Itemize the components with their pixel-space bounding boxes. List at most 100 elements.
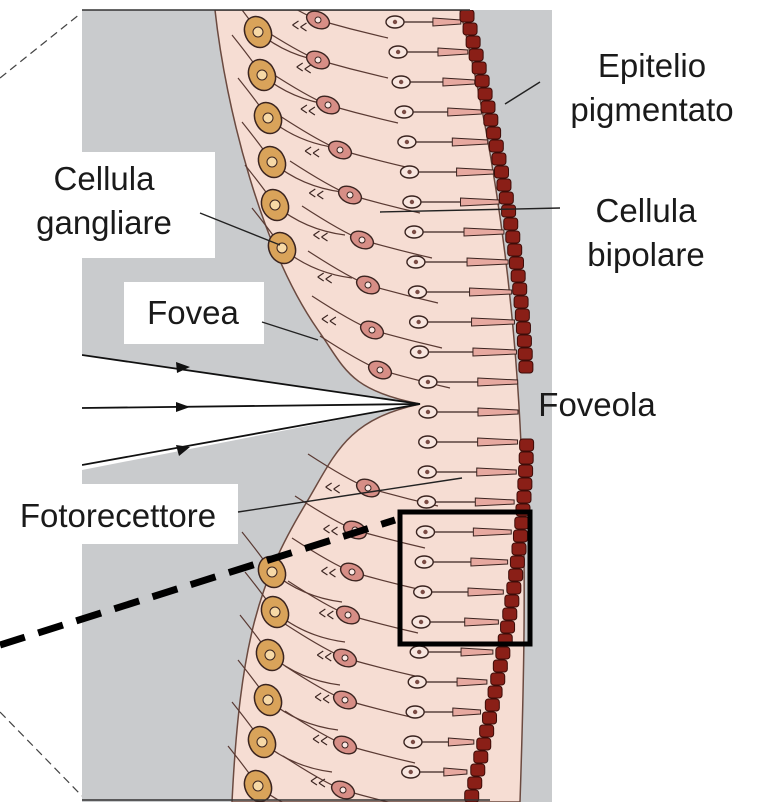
photoreceptor-nucleus <box>426 440 430 444</box>
photoreceptor-nucleus <box>405 140 409 144</box>
epithelium-cell <box>520 439 534 451</box>
epithelium-cell <box>512 543 526 555</box>
photoreceptor-segment <box>471 558 508 566</box>
epithelium-cell <box>502 205 516 217</box>
photoreceptor-segment <box>444 768 467 776</box>
epithelium-cell <box>472 62 486 74</box>
epithelium-cell <box>504 218 518 230</box>
photoreceptor-nucleus <box>425 470 429 474</box>
epithelium-cell <box>516 322 530 334</box>
epithelium-cell <box>481 101 495 113</box>
bipolar-nucleus <box>365 282 371 288</box>
photoreceptor-nucleus <box>422 560 426 564</box>
label-bipolare-line1: Cellula <box>596 192 698 229</box>
epithelium-cell <box>495 166 509 178</box>
photoreceptor-nucleus <box>393 20 397 24</box>
epithelium-cell <box>483 712 497 724</box>
photoreceptor-nucleus <box>415 290 419 294</box>
photoreceptor-segment <box>457 678 487 686</box>
photoreceptor-nucleus <box>407 170 411 174</box>
ganglion-nucleus <box>270 200 280 210</box>
photoreceptor-segment <box>461 198 500 206</box>
photoreceptor-segment <box>477 468 516 476</box>
epithelium-cell <box>503 608 517 620</box>
photoreceptor-nucleus <box>423 530 427 534</box>
epithelium-cell <box>518 478 532 490</box>
ganglion-nucleus <box>270 607 280 617</box>
bipolar-nucleus <box>340 787 346 793</box>
photoreceptor-nucleus <box>419 620 423 624</box>
ganglion-nucleus <box>257 70 267 80</box>
bipolar-nucleus <box>342 655 348 661</box>
epithelium-cell <box>471 764 485 776</box>
ganglion-nucleus <box>263 695 273 705</box>
bipolar-nucleus <box>347 192 353 198</box>
photoreceptor-segment <box>478 408 518 416</box>
photoreceptor-segment <box>472 318 515 326</box>
epithelium-cell <box>508 244 522 256</box>
epithelium-cell <box>519 452 533 464</box>
epithelium-cell <box>509 569 523 581</box>
epithelium-cell <box>518 348 532 360</box>
epithelium-cell <box>474 751 488 763</box>
ganglion-nucleus <box>263 113 273 123</box>
ganglion-nucleus <box>253 781 263 791</box>
epithelium-cell <box>466 36 480 48</box>
zoom-guide-top <box>0 14 80 78</box>
photoreceptor-segment <box>475 498 514 506</box>
photoreceptor-nucleus <box>412 230 416 234</box>
photoreceptor-segment <box>453 708 481 716</box>
bipolar-nucleus <box>365 485 371 491</box>
epithelium-cell <box>475 75 489 87</box>
photoreceptor-segment <box>461 648 493 656</box>
photoreceptor-nucleus <box>402 110 406 114</box>
bipolar-nucleus <box>345 612 351 618</box>
epithelium-cell <box>489 140 503 152</box>
label-foveola: Foveola <box>538 386 656 423</box>
photoreceptor-segment <box>468 588 503 596</box>
photoreceptor-segment <box>464 228 504 236</box>
photoreceptor-nucleus <box>396 50 400 54</box>
photoreceptor-segment <box>473 348 516 356</box>
epithelium-cell <box>499 192 513 204</box>
photoreceptor-nucleus <box>417 350 421 354</box>
epithelium-cell <box>507 582 521 594</box>
epithelium-cell <box>513 530 527 542</box>
bipolar-nucleus <box>359 237 365 243</box>
photoreceptor-segment <box>467 258 508 266</box>
label-gangliare-line2: gangliare <box>36 204 172 241</box>
ganglion-nucleus <box>265 650 275 660</box>
label-fotorecettore: Fotorecettore <box>20 497 216 534</box>
epithelium-cell <box>513 283 527 295</box>
bipolar-nucleus <box>337 147 343 153</box>
photoreceptor-segment <box>433 18 461 26</box>
epithelium-cell <box>506 231 520 243</box>
photoreceptor-nucleus <box>416 320 420 324</box>
epithelium-cell <box>515 309 529 321</box>
epithelium-cell <box>514 296 528 308</box>
epithelium-cell <box>487 127 501 139</box>
epithelium-cell <box>488 686 502 698</box>
photoreceptor-nucleus <box>426 410 430 414</box>
epithelium-cell <box>478 88 492 100</box>
photoreceptor-segment <box>470 288 512 296</box>
epithelium-cell <box>510 556 524 568</box>
photoreceptor-segment <box>448 738 473 746</box>
epithelium-cell <box>469 49 483 61</box>
ganglion-nucleus <box>267 157 277 167</box>
photoreceptor-nucleus <box>426 380 430 384</box>
epithelium-cell <box>501 621 515 633</box>
photoreceptor-nucleus <box>410 200 414 204</box>
photoreceptor-segment <box>473 528 511 536</box>
photoreceptor-segment <box>478 378 518 386</box>
epithelium-cell <box>480 725 494 737</box>
bipolar-nucleus <box>315 57 321 63</box>
photoreceptor-segment <box>478 438 518 446</box>
photoreceptor-nucleus <box>411 740 415 744</box>
photoreceptor-segment <box>457 168 494 176</box>
photoreceptor-segment <box>438 48 468 56</box>
epithelium-cell <box>460 10 474 22</box>
epithelium-cell <box>515 517 529 529</box>
epithelium-cell <box>517 335 531 347</box>
epithelium-cell <box>493 660 507 672</box>
